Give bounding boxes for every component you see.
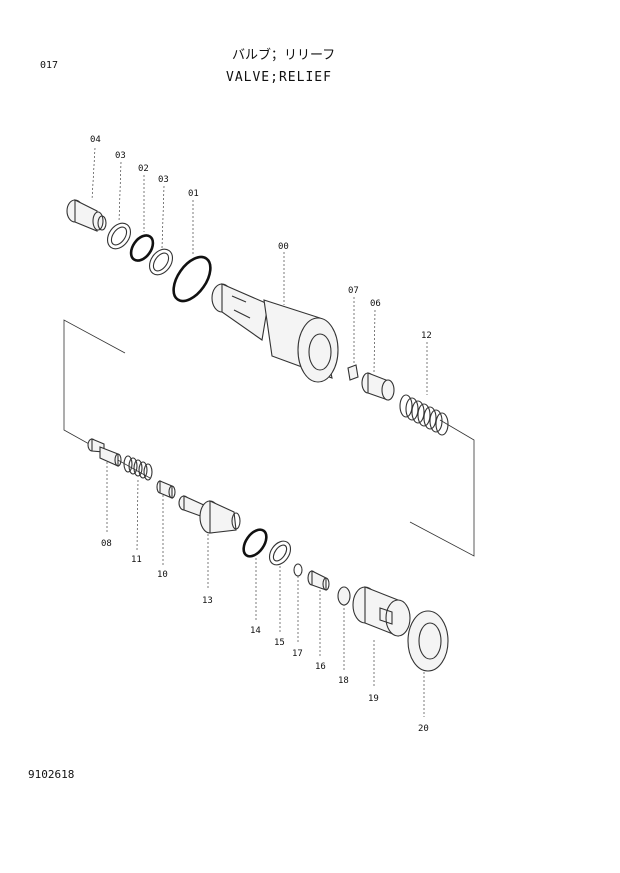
part-label-01: 01 <box>188 189 199 199</box>
part-label-03: 03 <box>158 175 169 185</box>
part-label-02: 02 <box>138 164 149 174</box>
backup-ring-icon <box>106 161 132 250</box>
backup-ring-icon <box>268 540 292 632</box>
part-label-16: 16 <box>315 662 326 672</box>
lock-nut-icon <box>407 610 449 717</box>
part-label-14: 14 <box>250 626 261 636</box>
title-japanese: バルブ；リリーフ <box>232 48 336 63</box>
page-number: 017 <box>40 60 59 71</box>
part-label-00: 00 <box>278 242 289 252</box>
o-ring-icon <box>242 528 268 620</box>
poppet-icon <box>361 309 395 401</box>
sleeve-icon <box>156 480 176 565</box>
part-label-04: 04 <box>90 135 101 145</box>
part-label-13: 13 <box>202 596 213 606</box>
part-label-19: 19 <box>368 694 379 704</box>
part-label-03: 03 <box>115 151 126 161</box>
part-label-10: 10 <box>157 570 168 580</box>
part-label-17: 17 <box>292 649 303 659</box>
plug-icon <box>307 570 330 656</box>
piston-icon <box>87 438 122 534</box>
bracket-lines <box>63 319 475 557</box>
part-label-06: 06 <box>370 299 381 309</box>
spring-icon <box>399 342 449 436</box>
washer-icon <box>337 586 351 670</box>
spring-icon <box>123 455 153 551</box>
o-ring-icon <box>293 563 303 643</box>
part-label-15: 15 <box>274 638 285 648</box>
part-label-11: 11 <box>131 555 142 565</box>
part-label-08: 08 <box>101 539 112 549</box>
plunger-icon <box>178 495 241 590</box>
plug-icon <box>66 147 107 232</box>
valve-body-icon <box>211 252 339 383</box>
part-label-18: 18 <box>338 676 349 686</box>
backup-ring-icon <box>148 185 174 276</box>
set-screw-icon <box>347 297 359 381</box>
part-label-20: 20 <box>418 724 429 734</box>
part-label-12: 12 <box>421 331 432 341</box>
o-ring-icon <box>172 200 212 303</box>
adjusting-screw-icon <box>352 586 411 688</box>
part-label-07: 07 <box>348 286 359 296</box>
title-english: VALVE;RELIEF <box>226 70 332 85</box>
document-code: 9102618 <box>28 768 75 781</box>
o-ring-icon <box>129 175 155 262</box>
